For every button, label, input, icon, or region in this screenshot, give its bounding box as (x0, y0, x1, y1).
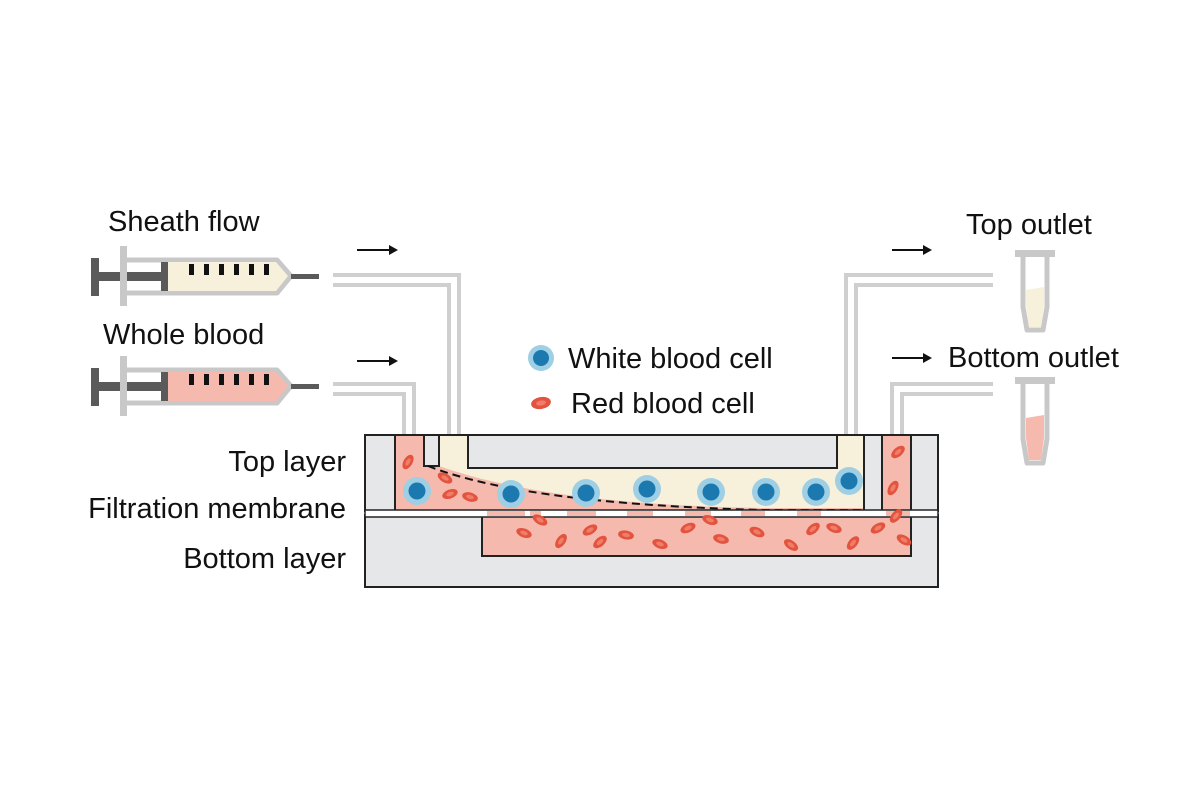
sheath-plunger-handle (91, 258, 99, 296)
sheath-flow-label: Sheath flow (108, 206, 261, 238)
sheath-inlet-tube-core (333, 277, 457, 435)
sheath-barrel-flange (120, 246, 127, 306)
blood-needle (291, 384, 319, 389)
bottom-layer-block (364, 514, 939, 588)
white-blood-cell (497, 480, 525, 508)
top-outlet-collection-tube (1015, 250, 1055, 333)
red-blood-cell (806, 522, 820, 536)
top-outlet-label: Top outlet (966, 209, 1092, 241)
red-blood-cell (870, 522, 886, 534)
arrow-right-icon (357, 356, 398, 366)
blood-inlet-tube (333, 382, 416, 435)
bottom-layer-label: Bottom layer (183, 543, 346, 575)
sheath-needle (291, 274, 319, 279)
filtration-membrane (364, 509, 939, 518)
red-blood-cell (702, 514, 718, 526)
arrow-right-icon (357, 245, 398, 255)
blood-barrel-flange (120, 356, 127, 416)
red-blood-cell (618, 530, 634, 540)
red-blood-cell (582, 524, 598, 536)
flow-arrows (357, 245, 932, 366)
blood-plunger-handle (91, 368, 99, 406)
red-blood-cell (532, 514, 548, 526)
flow-interface-line (427, 465, 864, 511)
white-blood-cell (802, 478, 830, 506)
white-blood-cell (633, 475, 661, 503)
filtration-membrane-label: Filtration membrane (88, 493, 346, 525)
red-blood-cell (783, 539, 799, 551)
inlet-divider-wall (423, 434, 440, 467)
top-channel-roof (467, 434, 838, 469)
legend-wbc-label: White blood cell (568, 343, 773, 375)
bottom-outlet-collection-tube (1015, 377, 1055, 466)
red-blood-cell (846, 536, 860, 550)
white-blood-cell (403, 477, 431, 505)
red-blood-cell (749, 526, 765, 538)
blood-plunger-head (161, 372, 168, 401)
blood-plunger-rod (99, 382, 165, 391)
blood-scale-marks (189, 374, 269, 385)
top-layer-label: Top layer (228, 446, 346, 478)
sheath-plunger-rod (99, 272, 165, 281)
white-blood-cell (835, 467, 863, 495)
red-blood-cell (887, 480, 899, 496)
sheath-syringe (91, 246, 319, 306)
blood-inlet-tube-core (333, 386, 412, 435)
legend-rbc-icon (531, 396, 551, 410)
bottom-outlet-tube (890, 382, 993, 435)
red-blood-cell (555, 533, 567, 549)
red-blood-cell (891, 445, 905, 459)
red-blood-cell (652, 538, 668, 550)
red-blood-cell (402, 454, 414, 470)
red-blood-cell (889, 509, 903, 523)
white-blood-cell (697, 478, 725, 506)
red-blood-cell (896, 534, 912, 546)
blood-syringe (91, 356, 319, 416)
blood-fluid (168, 372, 288, 401)
white-blood-cell (752, 478, 780, 506)
top-outlet-tube-core (848, 277, 993, 435)
red-blood-cell (680, 522, 696, 534)
arrow-right-icon (892, 353, 932, 363)
red-blood-cell (713, 534, 729, 544)
red-blood-cells (402, 445, 912, 551)
bottom-outlet-tube-core (894, 386, 993, 435)
red-blood-cell (462, 492, 478, 502)
red-blood-cell (826, 522, 842, 534)
sheath-fluid (168, 262, 288, 291)
bottom-outlet-label: Bottom outlet (948, 342, 1119, 374)
sheath-plunger-head (161, 262, 168, 291)
legend: White blood cell Red blood cell (528, 343, 773, 420)
legend-wbc-icon (528, 345, 554, 371)
white-blood-cells (403, 467, 863, 508)
sheath-inlet-tube (333, 273, 461, 435)
white-blood-cell (572, 479, 600, 507)
red-blood-cell (442, 488, 458, 500)
sheath-scale-marks (189, 264, 269, 275)
legend-rbc-label: Red blood cell (571, 388, 755, 420)
outlet-divider-wall (863, 434, 883, 512)
red-blood-cell (593, 535, 607, 549)
whole-blood-label: Whole blood (103, 319, 264, 351)
arrow-right-icon (892, 245, 932, 255)
red-blood-cell (516, 527, 532, 539)
red-blood-cell (437, 472, 453, 484)
